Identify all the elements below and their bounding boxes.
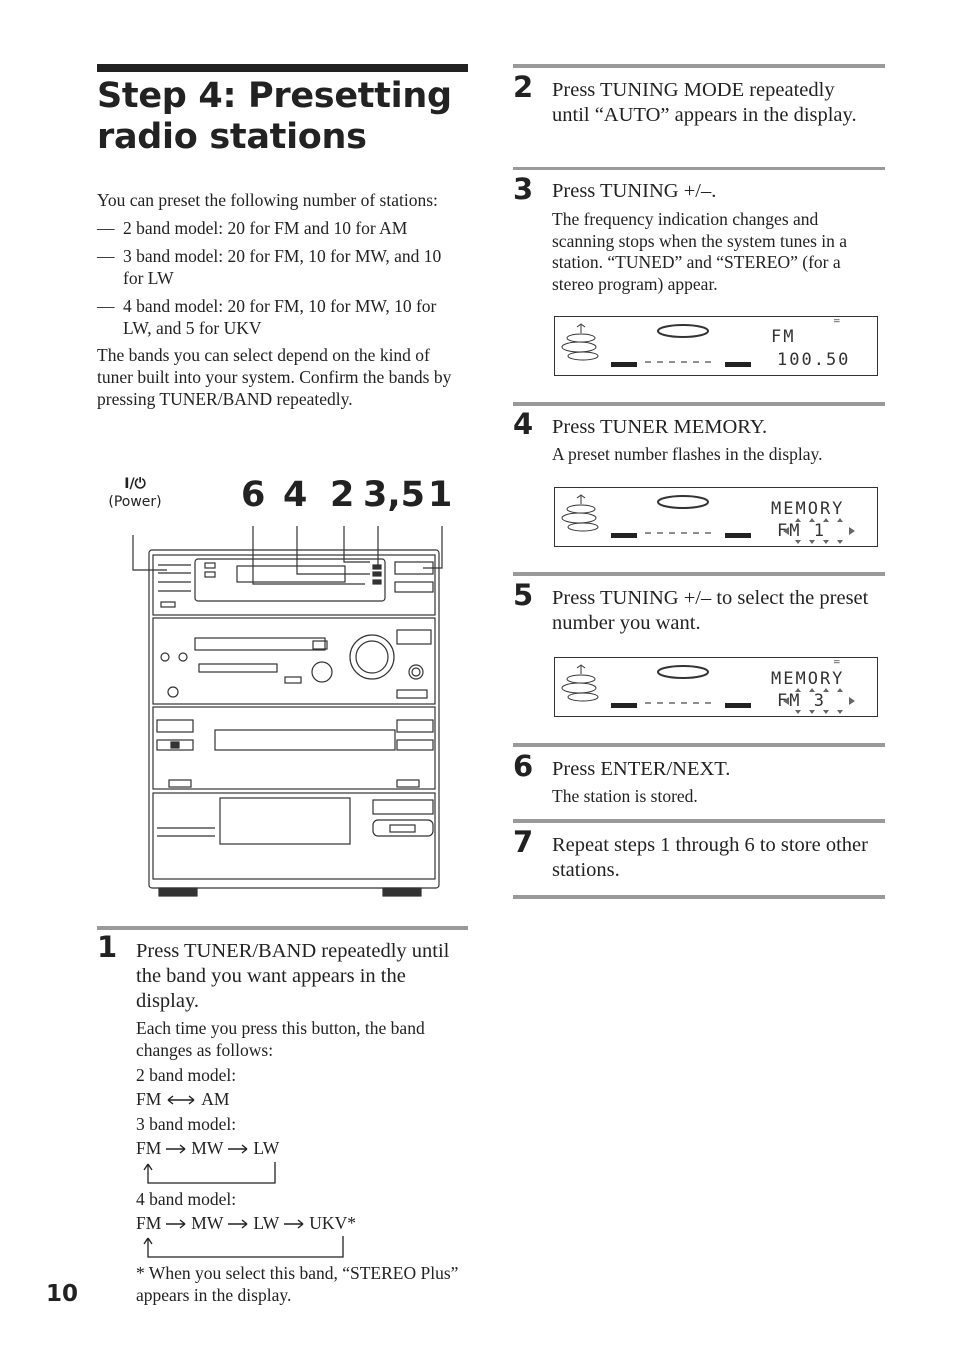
model-4-label: 4 band model:	[136, 1189, 237, 1209]
model-2-sequence: FM AM	[136, 1089, 230, 1109]
title-rule	[97, 64, 468, 72]
step-3-number: 3	[513, 172, 534, 206]
arrow-right-icon	[166, 1219, 186, 1229]
step-2-number: 2	[513, 70, 534, 104]
intro-lead: You can preset the following number of s…	[97, 190, 438, 210]
step-1-number: 1	[97, 930, 118, 964]
step-4-number: 4	[513, 407, 534, 441]
page-number: 10	[46, 1281, 79, 1307]
arrow-right-icon	[228, 1219, 248, 1229]
step-3-sub: The frequency indication changes and sca…	[552, 209, 848, 294]
lcd-display-step-5: = MEMORY FM 3	[554, 657, 878, 717]
lcd-marker-icon: =	[833, 658, 841, 668]
lcd-level-meter	[611, 702, 751, 708]
step-6-number: 6	[513, 749, 534, 783]
lcd-disc-graphic-icon	[561, 664, 599, 702]
loop-back-arrow-icon	[143, 1236, 344, 1258]
lcd-tape-icon	[657, 495, 709, 509]
power-icon: I/⏻	[124, 476, 146, 492]
step-rule	[513, 167, 885, 170]
flashing-indicator-icon	[783, 518, 855, 544]
step-rule	[513, 819, 885, 823]
step-1-head: Press TUNER/BAND repeatedly until the ba…	[136, 940, 450, 1012]
lcd-display-step-3: = FM 100.50	[554, 316, 878, 376]
step-4-sub: A preset number flashes in the display.	[552, 444, 823, 464]
page-title-line2: radio stations	[97, 117, 367, 157]
intro-bullet: —3 band model: 20 for FM, 10 for MW, and…	[97, 246, 442, 288]
model-2-label: 2 band model:	[136, 1065, 237, 1085]
model-3-sequence: FM MW LW	[136, 1138, 280, 1158]
lcd-line1: MEMORY	[771, 499, 845, 519]
lcd-tape-icon	[657, 324, 709, 338]
end-rule	[513, 895, 885, 899]
stereo-system-illustration	[132, 526, 443, 897]
lcd-line1: FM	[771, 327, 796, 347]
step-rule	[97, 926, 468, 930]
lcd-level-meter	[611, 361, 751, 367]
callout-4: 4	[283, 475, 308, 515]
loop-back-arrow-icon	[143, 1162, 276, 1184]
callout-3-5: 3,5	[363, 475, 426, 515]
lcd-disc-graphic-icon	[561, 323, 599, 361]
step-2-head: Press TUNING MODE repeatedly until “AUTO…	[552, 79, 857, 126]
callout-2: 2	[330, 475, 355, 515]
arrow-right-icon	[284, 1219, 304, 1229]
step-4-head: Press TUNER MEMORY.	[552, 416, 768, 438]
step-5-head: Press TUNING +/– to select the preset nu…	[552, 587, 869, 634]
arrow-right-icon	[228, 1144, 248, 1154]
step-rule	[513, 743, 885, 747]
step-1-footnote: * When you select this band, “STEREO Plu…	[136, 1263, 459, 1305]
arrow-right-icon	[166, 1144, 186, 1154]
power-callout: I/⏻ (Power)	[104, 475, 166, 511]
lcd-line2: 100.50	[777, 350, 851, 370]
step-rule	[513, 64, 885, 68]
lcd-marker-icon: =	[833, 317, 841, 327]
bands-note: The bands you can select depend on the k…	[97, 345, 452, 409]
flashing-indicator-icon	[783, 688, 855, 714]
callout-6: 6	[241, 475, 266, 515]
lcd-level-meter	[611, 532, 751, 538]
lcd-disc-graphic-icon	[561, 494, 599, 532]
page-title: Step 4: Presetting radio stations	[97, 76, 477, 158]
step-rule	[513, 572, 885, 576]
power-label: (Power)	[108, 494, 162, 510]
model-4-sequence: FM MW LW UKV*	[136, 1213, 356, 1233]
step-7-head: Repeat steps 1 through 6 to store other …	[552, 834, 868, 881]
step-6-head: Press ENTER/NEXT.	[552, 758, 731, 780]
step-1-sub: Each time you press this button, the ban…	[136, 1018, 425, 1060]
lcd-display-step-4: MEMORY FM 1	[554, 487, 878, 547]
intro-block: You can preset the following number of s…	[97, 189, 451, 410]
lcd-line2: FM 1	[777, 521, 826, 541]
step-5-number: 5	[513, 578, 534, 612]
intro-bullet: —2 band model: 20 for FM and 10 for AM	[97, 218, 408, 238]
page-title-line1: Step 4: Presetting	[97, 76, 452, 116]
step-rule	[513, 402, 885, 406]
double-arrow-icon	[167, 1095, 195, 1105]
step-3-head: Press TUNING +/–.	[552, 180, 717, 202]
lcd-line2: FM 3	[777, 691, 826, 711]
step-6-sub: The station is stored.	[552, 786, 698, 806]
step-7-number: 7	[513, 825, 534, 859]
model-3-label: 3 band model:	[136, 1114, 237, 1134]
callout-1: 1	[428, 475, 453, 515]
intro-bullet: —4 band model: 20 for FM, 10 for MW, 10 …	[97, 296, 437, 338]
lcd-tape-icon	[657, 665, 709, 679]
lcd-line1: MEMORY	[771, 669, 845, 689]
